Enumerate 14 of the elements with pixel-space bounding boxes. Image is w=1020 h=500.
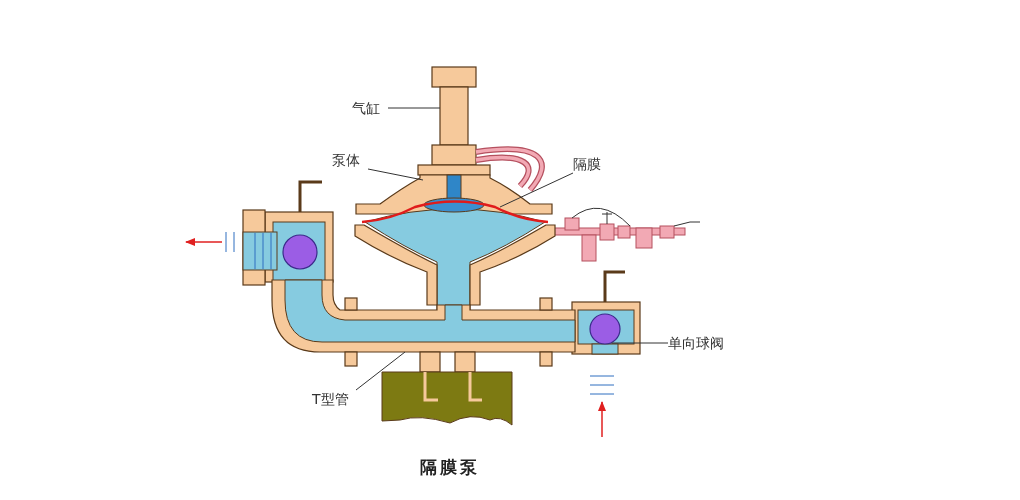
part-label: 单向球阀: [668, 334, 730, 352]
leader-line: [387, 107, 441, 109]
part-label: 气缸: [352, 99, 388, 117]
part-label: T型管: [312, 390, 356, 408]
leader-line: [499, 172, 574, 208]
t-pipe-drawing: [271, 279, 576, 367]
part-label: 隔膜: [573, 155, 609, 173]
part-label: 泵体: [332, 151, 368, 169]
diaphragm: [361, 200, 549, 224]
leader-line: [611, 342, 669, 344]
caption: 隔膜泵: [419, 456, 481, 479]
leader-line: [355, 351, 406, 391]
check-ball: [589, 313, 621, 345]
cylinder-drawing: [431, 66, 545, 192]
